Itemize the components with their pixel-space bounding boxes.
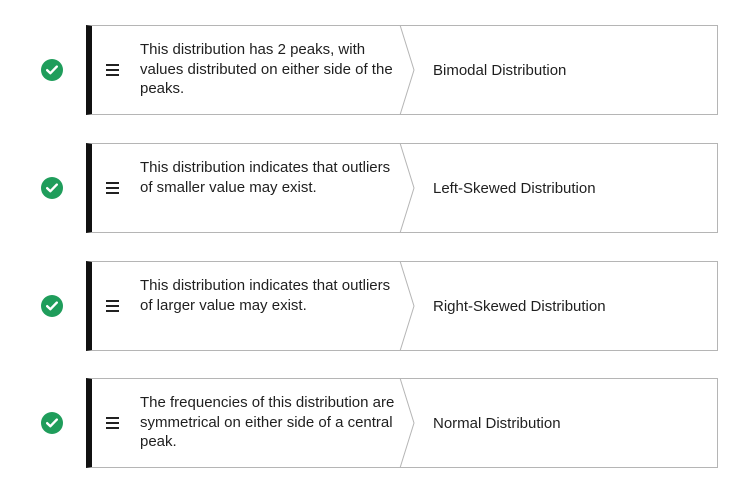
match-description: This distribution indicates that outlier…	[140, 159, 391, 196]
match-row: This distribution indicates that outlier…	[0, 143, 745, 235]
match-answer: Bimodal Distribution	[433, 62, 567, 79]
check-circle-icon	[41, 295, 63, 317]
match-card[interactable]: This distribution has 2 peaks, with valu…	[86, 25, 718, 115]
drag-handle-icon[interactable]	[106, 417, 119, 429]
match-card[interactable]: This distribution indicates that outlier…	[86, 261, 718, 351]
match-description: This distribution indicates that outlier…	[140, 277, 391, 314]
check-circle-icon	[41, 412, 63, 434]
drag-handle-icon[interactable]	[106, 182, 119, 194]
match-row: This distribution indicates that outlier…	[0, 261, 745, 353]
match-row: This distribution has 2 peaks, with valu…	[0, 25, 745, 117]
drag-handle-icon[interactable]	[106, 300, 119, 312]
arrow-divider	[399, 378, 415, 468]
match-answer: Left-Skewed Distribution	[433, 180, 596, 197]
arrow-divider	[399, 143, 415, 233]
match-answer: Normal Distribution	[433, 415, 561, 432]
check-circle-icon	[41, 177, 63, 199]
arrow-divider	[399, 25, 415, 115]
match-answer: Right-Skewed Distribution	[433, 298, 606, 315]
match-row: The frequencies of this distribution are…	[0, 378, 745, 470]
drag-handle-icon[interactable]	[106, 64, 119, 76]
match-description: This distribution has 2 peaks, with valu…	[140, 41, 393, 97]
arrow-divider	[399, 261, 415, 351]
check-circle-icon	[41, 59, 63, 81]
match-description: The frequencies of this distribution are…	[140, 394, 395, 450]
match-card[interactable]: The frequencies of this distribution are…	[86, 378, 718, 468]
match-card[interactable]: This distribution indicates that outlier…	[86, 143, 718, 233]
